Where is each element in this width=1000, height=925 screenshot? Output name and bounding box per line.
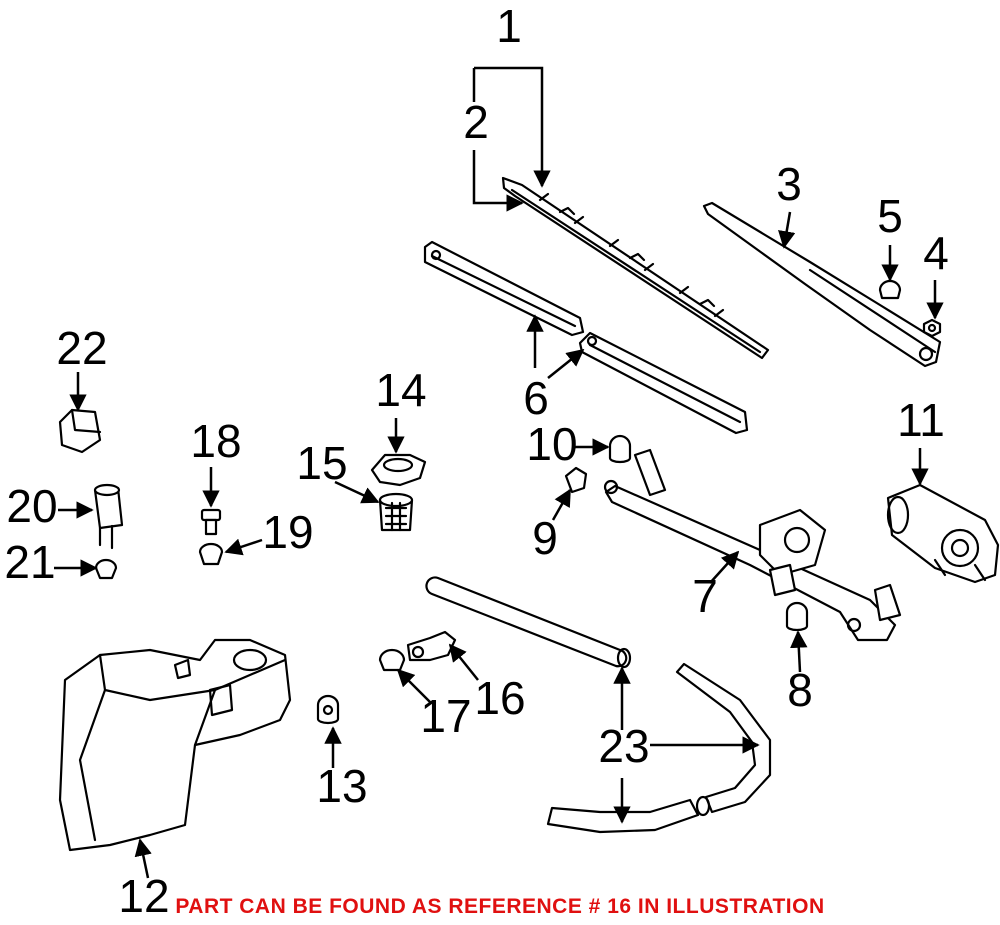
arm-cap[interactable] — [878, 279, 902, 300]
callout-15[interactable]: 15 — [296, 437, 347, 489]
callout-7[interactable]: 7 — [692, 570, 718, 622]
leader-lines — [54, 66, 944, 879]
callout-17[interactable]: 17 — [420, 690, 471, 742]
callout-2[interactable]: 2 — [463, 96, 489, 148]
washer-hose-upper[interactable] — [425, 576, 632, 669]
wiper-linkage[interactable] — [603, 448, 902, 642]
callout-6[interactable]: 6 — [523, 372, 549, 424]
washer-pump-cap[interactable] — [370, 453, 427, 487]
reservoir-grommet[interactable] — [316, 694, 340, 725]
callout-numbers: 1 2 3 4 5 6 7 8 9 10 11 12 13 14 15 16 1… — [4, 0, 948, 922]
bolt[interactable] — [200, 508, 222, 536]
wiper-blade[interactable] — [501, 176, 770, 360]
callout-5[interactable]: 5 — [877, 190, 903, 242]
callout-9[interactable]: 9 — [532, 512, 558, 564]
wiper-motor[interactable] — [886, 483, 1000, 584]
bushing-lower[interactable] — [785, 601, 809, 632]
callout-19[interactable]: 19 — [262, 506, 313, 558]
bolt-grommet[interactable] — [198, 542, 224, 566]
pump-seal[interactable] — [94, 558, 118, 580]
nozzle-cap[interactable] — [378, 648, 406, 672]
callout-20[interactable]: 20 — [6, 480, 57, 532]
callout-1[interactable]: 1 — [496, 0, 522, 52]
callout-18[interactable]: 18 — [190, 415, 241, 467]
callout-14[interactable]: 14 — [375, 364, 426, 416]
callout-21[interactable]: 21 — [4, 536, 55, 588]
washer-pump[interactable] — [93, 483, 124, 550]
callout-13[interactable]: 13 — [316, 760, 367, 812]
callout-3[interactable]: 3 — [776, 158, 802, 210]
callout-12[interactable]: 12 — [118, 870, 169, 922]
callout-10[interactable]: 10 — [526, 418, 577, 470]
bushing[interactable] — [564, 466, 588, 494]
reference-caption: PART CAN BE FOUND AS REFERENCE # 16 IN I… — [175, 895, 825, 918]
washer-nozzle[interactable] — [406, 630, 457, 662]
arm-nut[interactable] — [922, 318, 942, 338]
callout-8[interactable]: 8 — [787, 664, 813, 716]
washer-filter[interactable] — [378, 492, 414, 532]
callout-4[interactable]: 4 — [923, 227, 949, 279]
callout-16[interactable]: 16 — [474, 672, 525, 724]
wiper-arm-center[interactable] — [578, 331, 749, 435]
callout-22[interactable]: 22 — [56, 322, 107, 374]
wiper-arm-left[interactable] — [423, 240, 585, 337]
washer-hose-lower[interactable] — [546, 662, 772, 834]
wiper-arm-right[interactable] — [702, 201, 942, 368]
pump-connector[interactable] — [58, 408, 102, 454]
grommet[interactable] — [608, 434, 632, 464]
callout-11[interactable]: 11 — [897, 394, 945, 446]
callout-23[interactable]: 23 — [598, 720, 649, 772]
washer-reservoir[interactable] — [58, 638, 292, 852]
